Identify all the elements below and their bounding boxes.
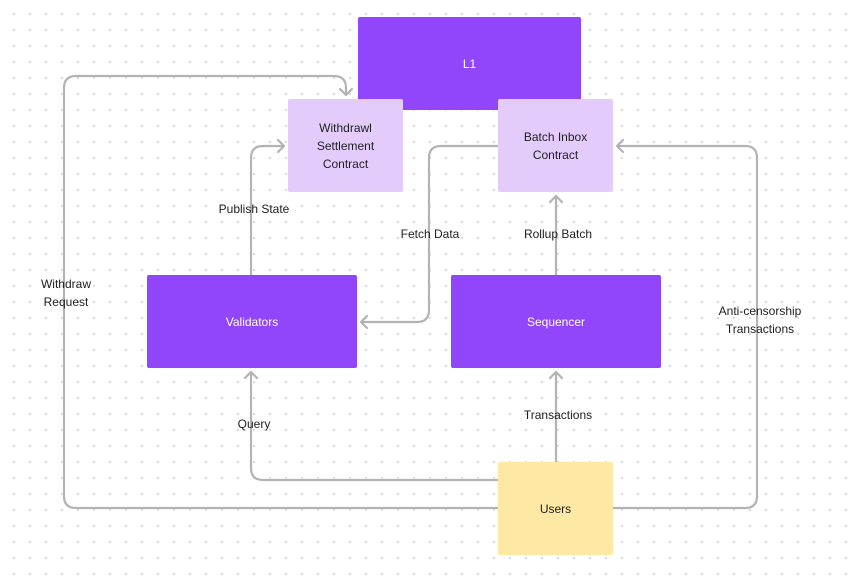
- label-anti-censorship-transactions: Anti-censorship Transactions: [718, 304, 802, 336]
- label-publish-state: Publish State: [218, 202, 290, 216]
- node-withdrawl-settlement-contract: Withdrawl Settlement Contract: [288, 99, 403, 192]
- label-fetch-data: Fetch Data: [400, 227, 460, 241]
- edge-fetch-data: [359, 144, 498, 330]
- label-withdraw-request: Withdraw Request: [40, 277, 91, 309]
- edge-rollup-batch: [548, 194, 564, 275]
- node-validators: Validators: [147, 275, 357, 368]
- node-batch-inbox-contract: Batch Inbox Contract: [498, 99, 613, 192]
- node-l1: L1: [358, 17, 581, 110]
- edge-query: [243, 370, 498, 482]
- label-query: Query: [237, 417, 271, 431]
- edge-anti-censorship: [613, 138, 759, 510]
- node-sequencer: Sequencer: [451, 275, 661, 368]
- edge-publish-state: [249, 138, 286, 275]
- node-users: Users: [498, 462, 613, 555]
- label-rollup-batch: Rollup Batch: [523, 227, 593, 241]
- edge-transactions: [548, 370, 564, 462]
- label-transactions: Transactions: [523, 408, 593, 422]
- edge-withdraw-request: [62, 74, 498, 510]
